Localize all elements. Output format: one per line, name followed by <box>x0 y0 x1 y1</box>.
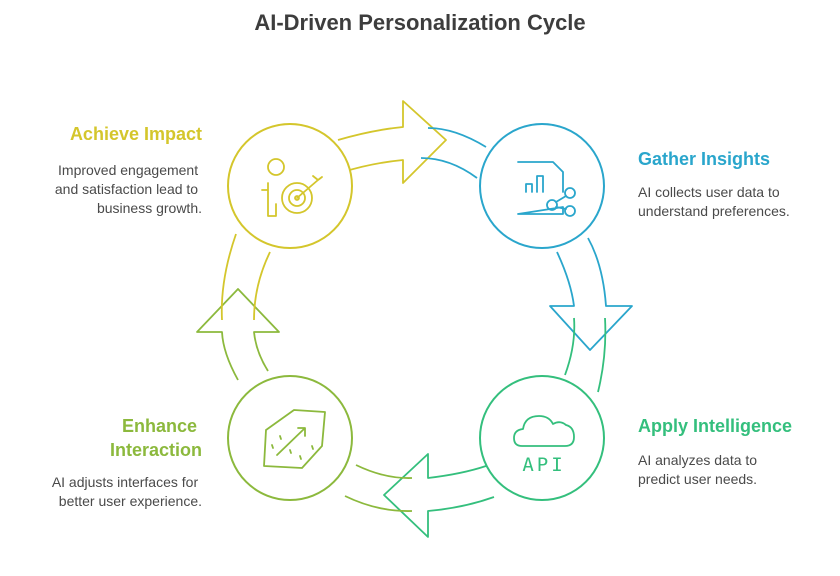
api-text: API <box>522 454 565 476</box>
stage-circle-achieve-impact <box>227 123 353 249</box>
magic-arrow-icon <box>263 409 326 469</box>
stage-heading-enhance-interaction: Enhance Interaction <box>110 416 202 460</box>
stage-heading-gather-insights: Gather Insights <box>638 149 770 169</box>
stage-desc-enhance-interaction: AI adjusts interfaces for better user ex… <box>52 474 202 509</box>
stage-heading-apply-intelligence: Apply Intelligence <box>638 416 792 436</box>
stage-desc-gather-insights: AI collects user data to understand pref… <box>638 184 790 219</box>
cloud-api-icon <box>513 415 575 447</box>
document-chart-share-icon <box>517 161 576 217</box>
stage-desc-apply-intelligence: AI analyzes data to predict user needs. <box>638 452 761 487</box>
arrow-top-yellow <box>337 100 447 184</box>
stage-circle-gather-insights <box>479 123 605 249</box>
person-target-icon <box>261 158 323 217</box>
page-title: AI-Driven Personalization Cycle <box>254 10 586 35</box>
stage-circle-apply-intelligence <box>479 375 605 501</box>
stage-circle-enhance-interaction <box>227 375 353 501</box>
connector-bottom-left-lime <box>344 464 413 512</box>
arrow-right-blue <box>549 237 633 351</box>
arrow-left-lime <box>196 288 280 381</box>
stage-heading-achieve-impact: Achieve Impact <box>70 124 202 144</box>
connector-left-yellow <box>220 233 271 321</box>
connector-right-green <box>564 317 607 393</box>
arrow-bottom-green <box>383 453 495 538</box>
connector-top-right-blue <box>420 127 487 179</box>
stage-desc-achieve-impact: Improved engagement and satisfaction lea… <box>55 162 202 216</box>
